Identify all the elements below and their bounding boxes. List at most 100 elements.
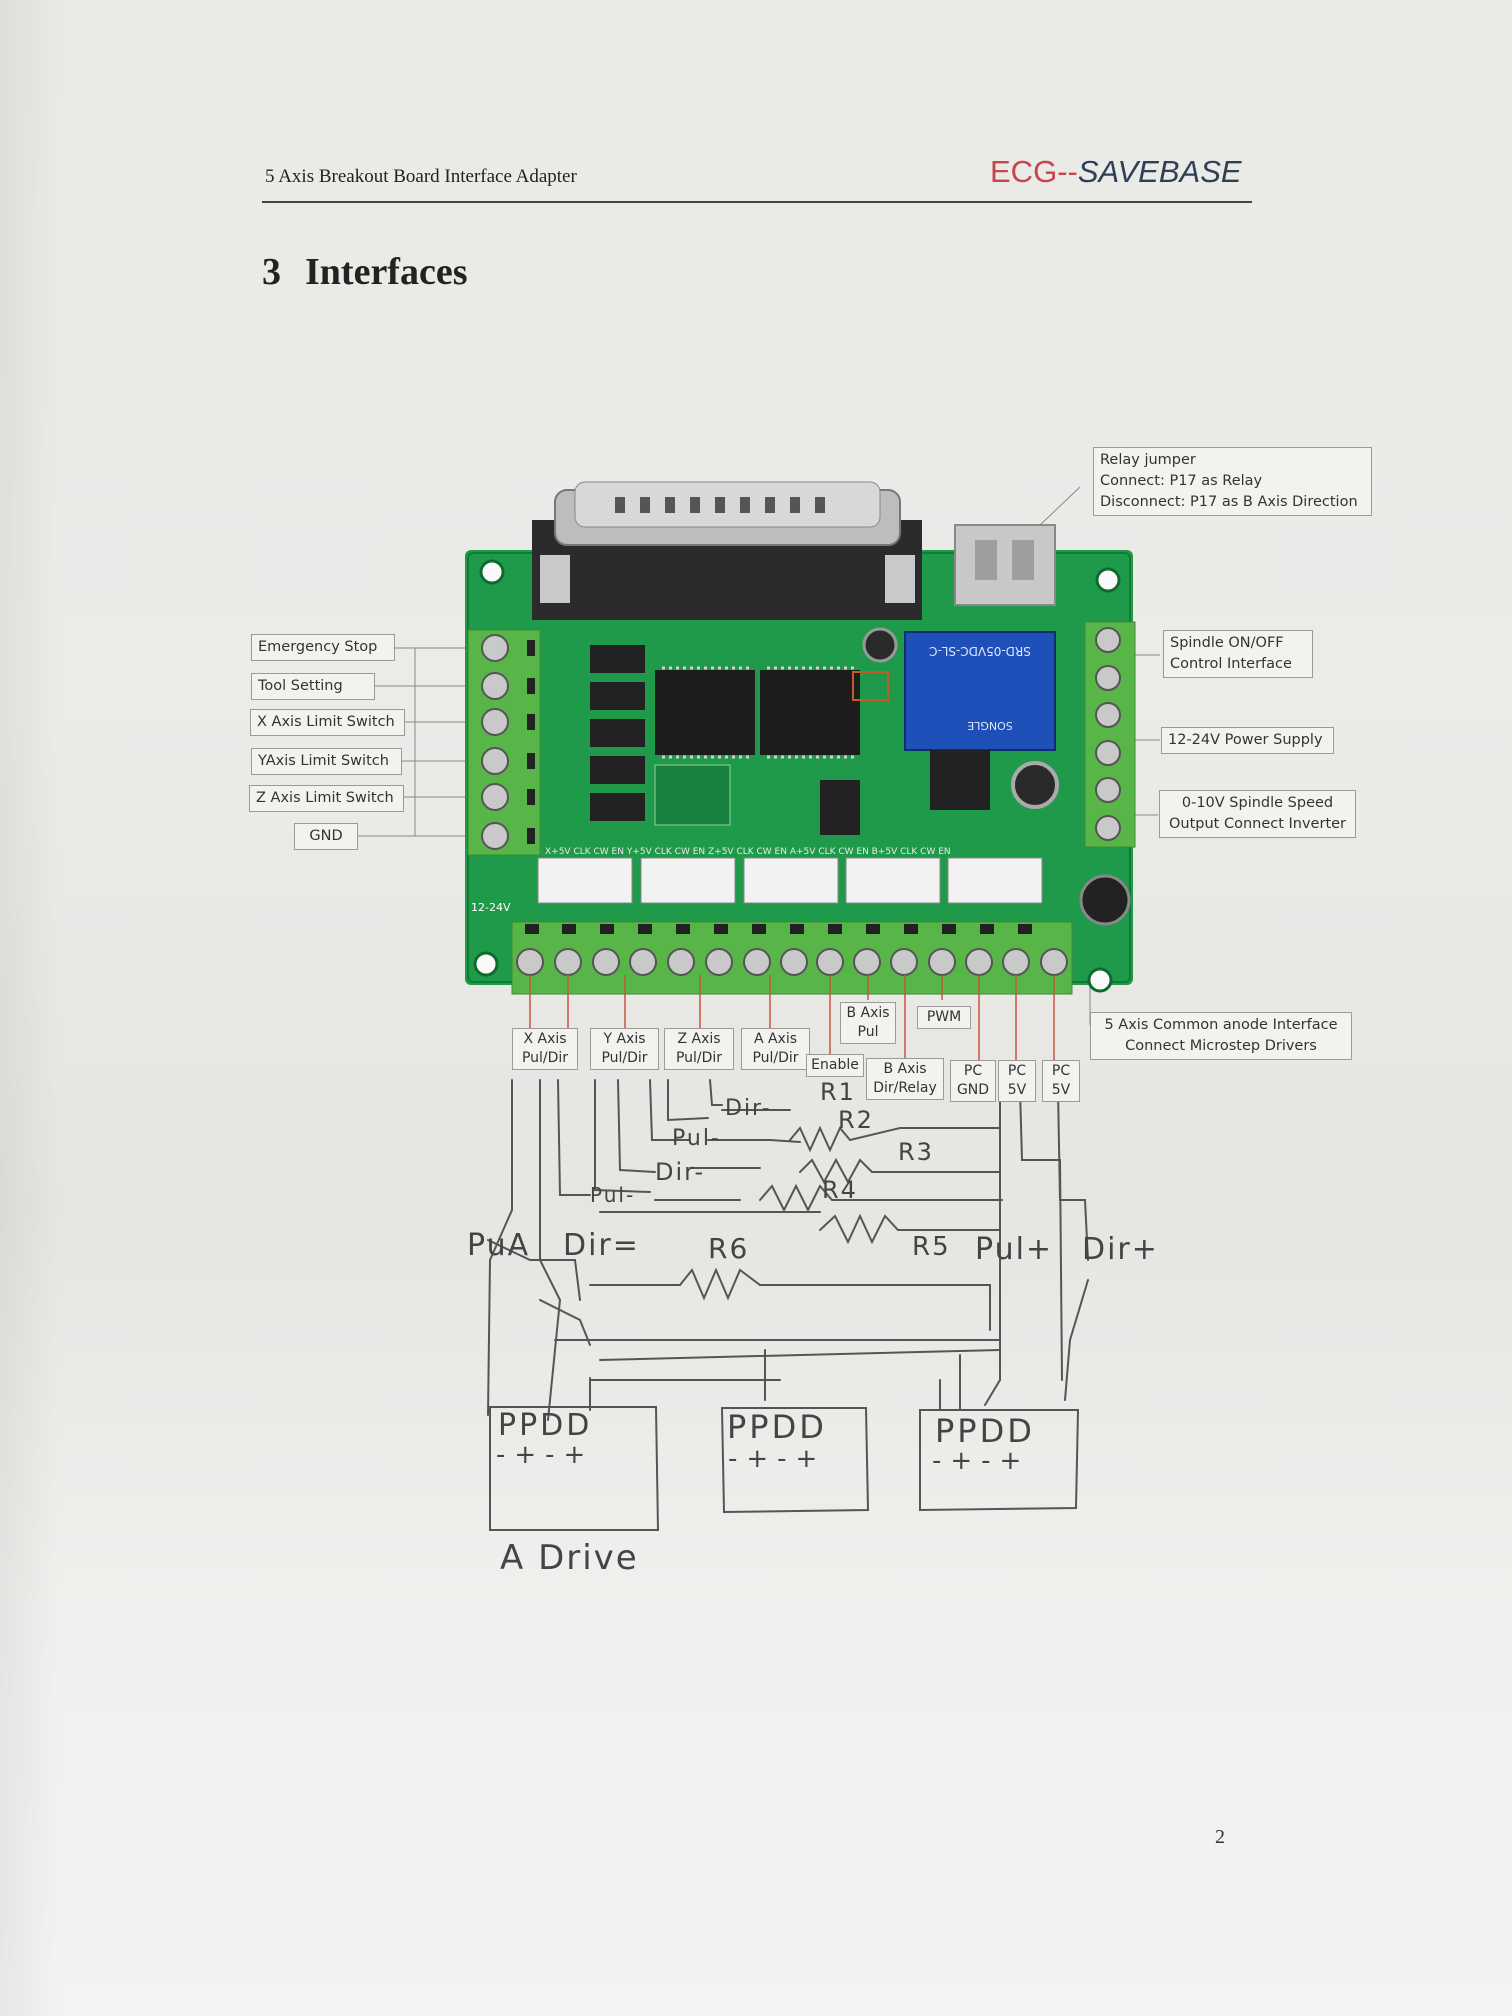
- spindle-onoff-callout: Spindle ON/OFF Control Interface: [1163, 630, 1313, 678]
- pc-5v-terminal-label-1: PC 5V: [998, 1060, 1036, 1102]
- pc-5v-terminal-label-2: PC 5V: [1042, 1060, 1080, 1102]
- spindle-speed-callout: 0-10V Spindle Speed Output Connect Inver…: [1159, 790, 1356, 838]
- relay-jumper-highlight: [852, 671, 889, 701]
- x-limit-label: X Axis Limit Switch: [250, 709, 405, 736]
- z-axis-terminal-label: Z Axis Pul/Dir: [664, 1028, 734, 1070]
- emergency-stop-label: Emergency Stop: [251, 634, 395, 661]
- z-axis-label-line-1: Z Axis: [677, 1031, 721, 1047]
- drive-2-pins: PPDD: [727, 1408, 827, 1446]
- drive-caption: A Drive: [500, 1538, 639, 1578]
- pc-gnd-line-2: GND: [956, 1082, 990, 1098]
- ic-chips: [655, 666, 860, 759]
- mount-hole: [473, 951, 499, 977]
- hand-pul-minus-1: Pul-: [672, 1126, 721, 1151]
- y-axis-label-line-2: Pul/Dir: [601, 1050, 648, 1066]
- common-anode-line-2: Connect Microstep Drivers: [1125, 1038, 1317, 1054]
- drive-1-signs: -+-+: [496, 1440, 595, 1470]
- y-axis-terminal-label: Y Axis Pul/Dir: [590, 1028, 659, 1070]
- capacitor: [1079, 874, 1131, 926]
- hand-r6: R6: [708, 1232, 750, 1265]
- a-axis-label-line-2: Pul/Dir: [752, 1050, 799, 1066]
- hand-r2: R2: [838, 1106, 874, 1134]
- drive-3-signs: -+-+: [932, 1446, 1031, 1476]
- optocouplers: [590, 645, 645, 821]
- axis-headers: [537, 857, 1043, 904]
- relay-jumper-line-2: Connect: P17 as Relay: [1100, 473, 1263, 489]
- x-axis-terminal-label: X Axis Pul/Dir: [512, 1028, 578, 1070]
- spindle-onoff-line-2: Control Interface: [1170, 656, 1292, 672]
- common-anode-callout: 5 Axis Common anode Interface Connect Mi…: [1090, 1012, 1352, 1060]
- spindle-onoff-line-1: Spindle ON/OFF: [1170, 635, 1284, 651]
- enable-terminal-label: Enable: [806, 1054, 864, 1077]
- relay: SRD-05VDC-SL-C SONGLE: [904, 631, 1056, 751]
- y-axis-label-line-1: Y Axis: [603, 1031, 646, 1047]
- relay-jumper-line-1: Relay jumper: [1100, 452, 1196, 468]
- relay-model: SRD-05VDC-SL-C: [929, 644, 1031, 658]
- hand-r3: R3: [898, 1138, 934, 1166]
- brand-dashes: --: [1057, 154, 1078, 189]
- common-anode-line-1: 5 Axis Common anode Interface: [1104, 1017, 1338, 1033]
- bottom-terminal-block: [511, 921, 1073, 995]
- section-title: Interfaces: [305, 251, 468, 293]
- connector-labels: X+5V CLK CW EN Y+5V CLK CW EN Z+5V CLK C…: [545, 847, 951, 857]
- page-shadow: [0, 0, 60, 2016]
- left-terminal-block: [467, 629, 541, 856]
- brand-logo: ECG--SAVEBASE: [990, 154, 1242, 190]
- gnd-label: GND: [294, 823, 358, 850]
- brand-savebase: SAVEBASE: [1077, 154, 1242, 189]
- right-terminal-block: [1084, 621, 1136, 848]
- mount-hole: [1087, 967, 1113, 993]
- a-axis-label-line-1: A Axis: [753, 1031, 798, 1047]
- hand-dir-minus-1: Dir-: [725, 1096, 772, 1121]
- hand-pul-minus-2: Pul-: [590, 1183, 636, 1207]
- drive-3-pins: PPDD: [935, 1412, 1035, 1450]
- hand-pul-plus: Pul+: [975, 1232, 1054, 1267]
- b-axis-dir-line-2: Dir/Relay: [873, 1080, 937, 1096]
- relay-jumper-line-3: Disconnect: P17 as B Axis Direction: [1100, 494, 1358, 510]
- drive-2-signs: -+-+: [728, 1444, 827, 1474]
- a-axis-terminal-label: A Axis Pul/Dir: [741, 1028, 810, 1070]
- pc-gnd-terminal-label: PC GND: [950, 1060, 996, 1102]
- x-axis-label-line-2: Pul/Dir: [521, 1050, 569, 1066]
- spindle-speed-line-2: Output Connect Inverter: [1168, 816, 1347, 832]
- pwm-terminal-label: PWM: [917, 1006, 971, 1029]
- section-number: 3: [262, 251, 281, 293]
- handwritten-wiring: [487, 1079, 1089, 1531]
- b-axis-dir-line-1: B Axis: [883, 1061, 927, 1077]
- pc-gnd-line-1: PC: [963, 1063, 983, 1079]
- section-heading: 3 Interfaces: [262, 250, 467, 294]
- hand-r5: R5: [912, 1232, 951, 1262]
- x-axis-label-line-1: X Axis: [523, 1031, 567, 1047]
- pc-5v-1-line-2: 5V: [1007, 1082, 1027, 1098]
- document-title: 5 Axis Breakout Board Interface Adapter: [265, 166, 577, 187]
- b-axis-pul-line-2: Pul: [857, 1024, 879, 1040]
- hand-dir-minus-2: Dir-: [655, 1158, 706, 1186]
- pc-5v-2-line-2: 5V: [1051, 1082, 1071, 1098]
- power-label: 12-24V: [471, 901, 511, 914]
- hand-dir-plus: Dir+: [1082, 1232, 1159, 1267]
- b-axis-pul-line-1: B Axis: [846, 1005, 890, 1021]
- z-limit-label: Z Axis Limit Switch: [249, 785, 404, 812]
- hand-r4: R4: [822, 1176, 858, 1204]
- b-axis-pul-terminal-label: B Axis Pul: [840, 1002, 896, 1044]
- usb-connector: [954, 524, 1056, 606]
- z-axis-label-line-2: Pul/Dir: [675, 1050, 723, 1066]
- hand-dir-eq: Dir=: [563, 1228, 640, 1263]
- mount-hole: [479, 559, 505, 585]
- pc-5v-2-line-1: PC: [1051, 1063, 1071, 1079]
- db25-connector: [532, 481, 922, 620]
- header-rule: [262, 201, 1252, 203]
- capacitor: [1011, 761, 1059, 809]
- pc-5v-1-line-1: PC: [1007, 1063, 1027, 1079]
- hand-pul-a: PuA: [467, 1228, 531, 1263]
- mount-hole: [1095, 567, 1121, 593]
- capacitor: [862, 627, 898, 663]
- tool-setting-label: Tool Setting: [251, 673, 375, 700]
- power-supply-label: 12-24V Power Supply: [1161, 727, 1334, 754]
- y-limit-label: YAxis Limit Switch: [251, 748, 402, 775]
- page-number: 2: [1215, 1826, 1225, 1848]
- hand-r1: R1: [820, 1078, 856, 1106]
- spindle-speed-line-1: 0-10V Spindle Speed: [1181, 795, 1334, 811]
- brand-ecg: ECG: [990, 154, 1058, 189]
